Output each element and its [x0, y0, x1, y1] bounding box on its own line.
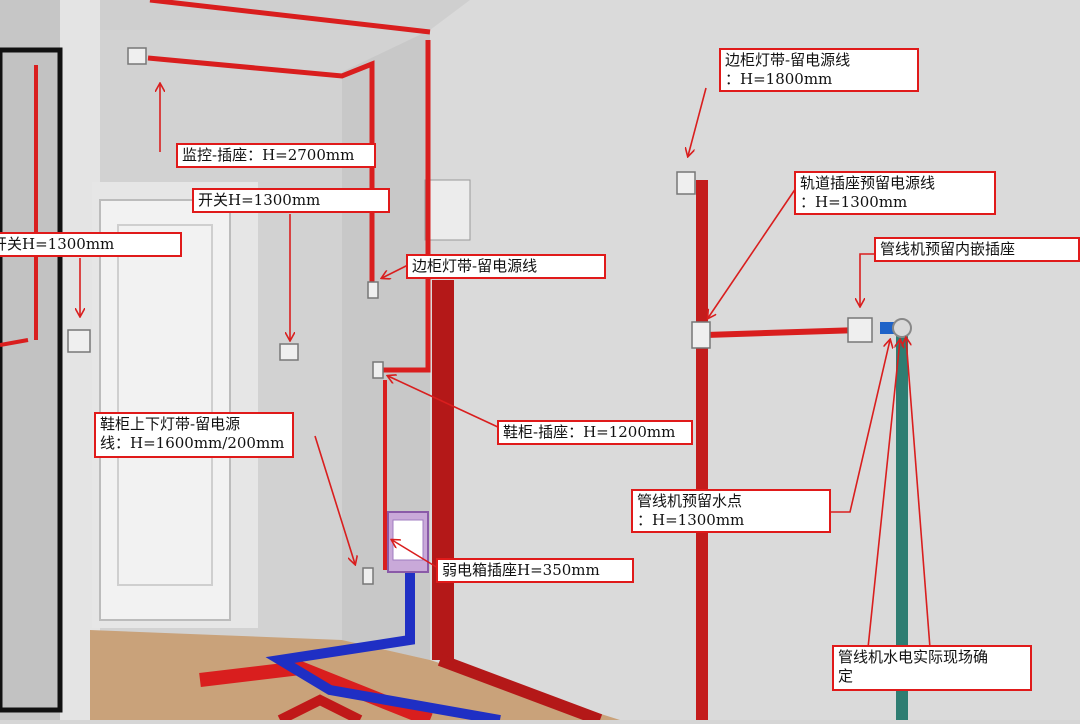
arrow-side-cabinet-led-left [382, 264, 409, 278]
label-track-socket: 轨道插座预留电源线 ：H=1300mm [794, 171, 996, 215]
label-switch-left: 开关H=1300mm [0, 232, 182, 257]
right-wall [430, 0, 1080, 720]
water-pipe-blue-cap [880, 322, 894, 334]
riser-conduit [696, 180, 708, 720]
arrow-onsite-2 [906, 338, 931, 649]
weak-electric-box-inner [392, 519, 424, 561]
side-cabinet-outlet-icon [367, 281, 379, 299]
power-line-horizontal [705, 327, 861, 338]
floor-conduit-blue [265, 560, 501, 724]
arrow-shoe-led [314, 435, 355, 564]
floor-conduit-red-3 [437, 654, 603, 724]
label-switch-mid: 开关H=1300mm [192, 188, 390, 213]
arrow-track-socket [708, 187, 797, 318]
power-line-left-room [0, 338, 29, 347]
track-socket-icon [691, 321, 711, 349]
floor-conduit-red-2 [277, 694, 363, 724]
floor [90, 630, 620, 720]
power-line-ceiling [147, 55, 375, 290]
label-monitor-socket: 监控-插座：H=2700mm [176, 143, 376, 168]
water-valve-icon [892, 318, 912, 338]
arrow-water-point [830, 340, 890, 513]
power-line-top [149, 0, 431, 35]
door-inset [117, 224, 213, 586]
embedded-socket-icon [847, 317, 873, 343]
wall-panel [424, 179, 471, 241]
power-conduit-bundle [432, 280, 454, 660]
shoe-led-outlet-icon [362, 567, 374, 585]
arrow-embedded-socket [860, 253, 876, 306]
arrow-side-cabinet-led-right [688, 87, 707, 156]
wall-pillar [342, 30, 430, 660]
label-pipeline-water-point: 管线机预留水点 ：H=1300mm [631, 489, 831, 533]
label-weak-box-socket: 弱电箱插座H=350mm [436, 558, 634, 583]
switch-left-icon [67, 329, 91, 353]
water-pipe [896, 335, 908, 720]
label-side-cabinet-led-right: 边柜灯带-留电源线 ：H=1800mm [719, 48, 919, 92]
label-pipeline-onsite: 管线机水电实际现场确 定 [832, 645, 1032, 691]
arrow-onsite-1 [867, 340, 900, 649]
arrow-shoe-cabinet-socket [388, 376, 501, 429]
left-doorway [0, 47, 63, 713]
side-cabinet-right-outlet-icon [676, 171, 696, 195]
label-side-cabinet-led-left: 边柜灯带-留电源线 [406, 254, 606, 279]
label-shoe-cabinet-led: 鞋柜上下灯带-留电源 线：H=1600mm/200mm [94, 412, 294, 458]
switch-mid-icon [279, 343, 299, 361]
monitor-socket-icon [127, 47, 147, 65]
door-panel [99, 199, 231, 621]
arrow-weak-box [392, 540, 439, 569]
power-line-pillar [378, 40, 431, 373]
shoe-cabinet-outlet-icon [372, 361, 384, 379]
label-pipeline-embedded-socket: 管线机预留内嵌插座 [874, 237, 1080, 262]
label-shoe-cabinet-socket: 鞋柜-插座：H=1200mm [497, 420, 693, 445]
